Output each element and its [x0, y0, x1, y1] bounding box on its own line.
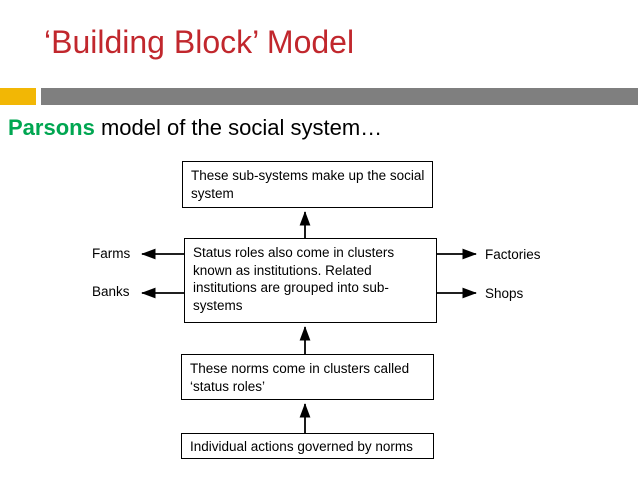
slide-subtitle: Parsons model of the social system… [8, 114, 382, 142]
diagram-box-status-roles: Status roles also come in clusters known… [184, 238, 437, 323]
diagram-label-banks: Banks [92, 284, 130, 299]
diagram-label-shops: Shops [485, 286, 524, 301]
diagram-box-norms: These norms come in clusters called ‘sta… [181, 354, 434, 400]
header-rule-bar [41, 88, 638, 105]
subtitle-rest-text: model of the social system… [94, 115, 383, 140]
diagram-box-subsystems: These sub-systems make up the social sys… [182, 161, 433, 208]
header-accent-block [0, 88, 36, 105]
diagram-box-individual-actions: Individual actions governed by norms [181, 433, 434, 459]
page-title: ‘Building Block’ Model [44, 24, 355, 60]
diagram-label-factories: Factories [485, 247, 541, 262]
subtitle-accent-word: Parsons [8, 115, 95, 140]
diagram-label-farms: Farms [92, 246, 131, 261]
